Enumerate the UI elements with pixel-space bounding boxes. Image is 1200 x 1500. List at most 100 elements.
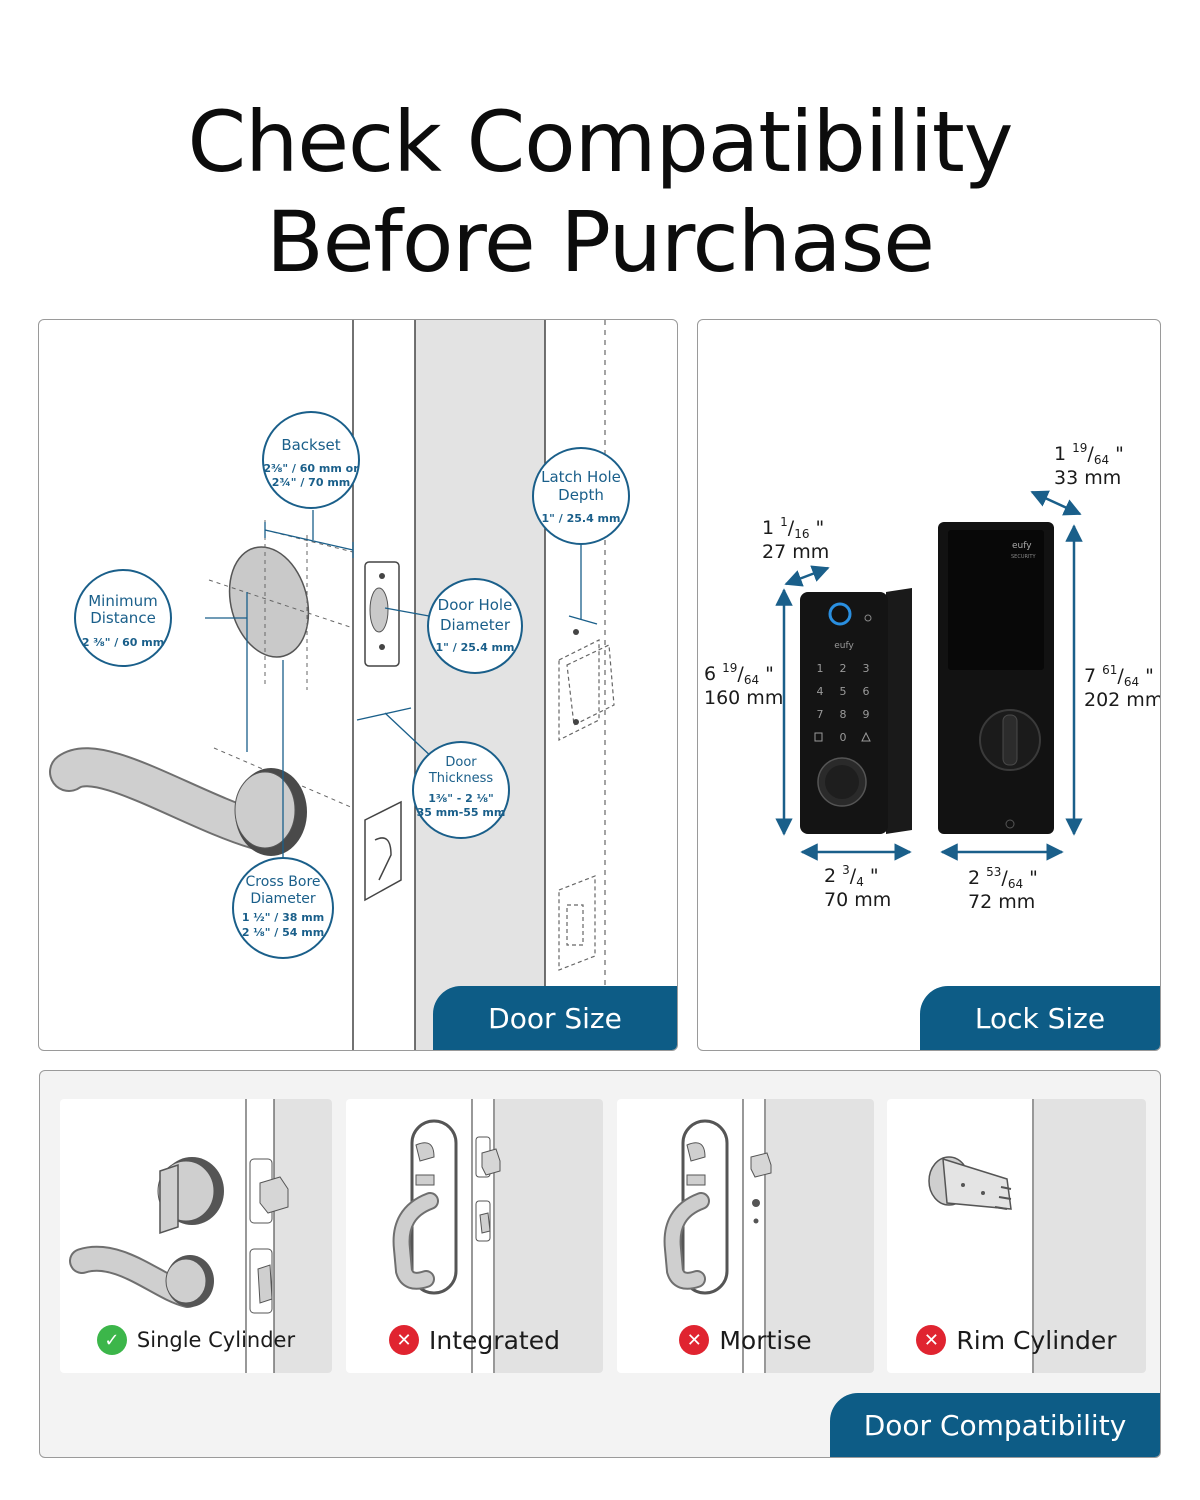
front-width-label: 2 3/4 " [824,863,879,889]
key-knob-inner [825,765,859,799]
key-3: 3 [863,662,870,675]
single-cylinder-art [69,1099,289,1373]
door-size-diagram: Backset 2⅜" / 60 mm or 2¾" / 70 mm Minim… [49,320,630,1050]
compat-card-mortise: ✕ Mortise [617,1099,874,1373]
lock-size-panel: eufy 1 2 3 4 5 6 7 8 9 0 eufy SECURI [697,319,1161,1051]
compat-label-2: ✕ Integrated [346,1325,603,1355]
svg-text:Latch Hole: Latch Hole [541,468,621,486]
back-height-label: 7 61/64 " [1084,663,1154,689]
svg-text:35 mm-55 mm: 35 mm-55 mm [417,806,506,819]
key-1: 1 [817,662,824,675]
door-edge-shade [274,1099,332,1373]
keypad-side [886,588,912,834]
lower-faceplate [364,800,402,902]
back-width-mm: 72 mm [968,891,1035,913]
compat-card-integrated: ✕ Integrated [346,1099,603,1373]
front-depth-mm: 27 mm [762,541,829,563]
strike-screw-top [573,629,579,635]
svg-text:Diameter: Diameter [440,616,511,634]
svg-text:Thickness: Thickness [428,771,493,786]
callout-door-hole-diameter: Door Hole Diameter 1" / 25.4 mm [427,578,523,674]
thumb-turn [1002,714,1018,766]
callout-minimum-distance: Minimum Distance 2 ⅜" / 60 mm [74,569,172,667]
back-width-label: 2 53/64 " [968,865,1038,891]
compat-label-3: ✕ Mortise [617,1325,874,1355]
svg-text:2⅜" / 60 mm or: 2⅜" / 60 mm or [263,462,359,475]
lock-size-diagram: eufy 1 2 3 4 5 6 7 8 9 0 eufy SECURI [704,441,1160,913]
svg-text:Depth: Depth [558,486,604,504]
door-edge-shade [766,1099,874,1373]
interior-unit: eufy SECURITY [938,522,1054,834]
callout-door-thickness: Door Thickness 1⅜" - 2 ⅛" 35 mm-55 mm [412,741,510,839]
keypad-keys: 1 2 3 4 5 6 7 8 9 0 [817,662,870,744]
svg-text:1 ½" / 38 mm: 1 ½" / 38 mm [242,911,324,924]
fingerprint-sensor-icon [828,602,852,626]
title-line-1: Check Compatibility [187,93,1013,191]
dimension-arrows [775,490,1083,861]
page-title: Check Compatibility Before Purchase [0,92,1200,292]
mortise-art [663,1099,772,1373]
measurement-lines [205,510,598,858]
back-depth-label: 1 19/64 " [1054,441,1124,467]
lock-size-tab: Lock Size [920,986,1160,1050]
cross-icon: ✕ [679,1325,710,1355]
svg-text:Backset: Backset [281,436,340,454]
key-5: 5 [840,685,847,698]
callout-cross-bore-diameter: Cross Bore Diameter 1 ½" / 38 mm 2 ⅛" / … [232,857,334,959]
lever-rose [234,771,296,849]
svg-text:Door: Door [445,755,477,770]
compat-label-text-2: Integrated [429,1325,560,1355]
home-key-icon [861,731,871,742]
strike-screw-bottom [573,719,579,725]
callout-backset: Backset 2⅜" / 60 mm or 2¾" / 70 mm [262,411,360,509]
interior-brand-sub: SECURITY [1011,554,1036,560]
screw-bottom [379,644,385,650]
door-edge-shade [415,320,545,1050]
lock-key-icon [814,732,823,742]
compat-label-text-3: Mortise [719,1325,812,1355]
svg-text:Distance: Distance [90,609,156,627]
svg-text:Minimum: Minimum [88,592,158,610]
front-depth-label: 1 1/16 " [762,515,824,541]
front-height-mm: 160 mm [704,687,783,709]
front-height-label: 6 19/64 " [704,661,774,687]
cross-icon: ✕ [389,1325,420,1355]
key-0: 0 [840,731,847,744]
interior-brand: eufy [1012,541,1032,551]
key-2: 2 [840,662,847,675]
svg-text:Cross Bore: Cross Bore [245,874,320,890]
callout-latch-hole-depth: Latch Hole Depth 1" / 25.4 mm [532,447,630,545]
back-depth-mm: 33 mm [1054,467,1121,489]
svg-text:2¾" / 70 mm: 2¾" / 70 mm [272,476,351,489]
back-height-mm: 202 mm [1084,689,1160,711]
interior-screw [1005,819,1015,829]
lever-handle [51,749,275,848]
door-size-tab: Door Size [433,986,677,1050]
lower-latch-hole [374,837,392,881]
front-width-mm: 70 mm [824,889,891,911]
key-6: 6 [863,685,870,698]
svg-text:1" / 25.4 mm: 1" / 25.4 mm [436,641,515,654]
compat-card-single-cylinder: ✓ Single Cylinder [60,1099,332,1373]
compat-label-text-4: Rim Cylinder [956,1325,1117,1355]
key-8: 8 [840,708,847,721]
svg-text:Door Hole: Door Hole [438,596,513,614]
svg-text:2 ⅛" / 54 mm: 2 ⅛" / 54 mm [242,926,324,939]
compat-card-rim-cylinder: ✕ Rim Cylinder [887,1099,1146,1373]
svg-text:Diameter: Diameter [250,891,316,907]
door-edge-shade [1034,1099,1146,1373]
latch-hole [369,587,389,633]
key-4: 4 [817,685,824,698]
door-edge-shade [495,1099,603,1373]
door-compatibility-tab: Door Compatibility [830,1393,1160,1457]
check-icon: ✓ [96,1325,127,1355]
svg-text:1" / 25.4 mm: 1" / 25.4 mm [542,512,621,525]
cross-bore-disc [228,546,310,658]
integrated-art [392,1099,501,1373]
keypad-brand: eufy [834,641,854,651]
svg-text:1⅜" - 2 ⅛": 1⅜" - 2 ⅛" [428,792,494,805]
door-size-panel: Backset 2⅜" / 60 mm or 2¾" / 70 mm Minim… [38,319,678,1051]
compat-label-text-1: Single Cylinder [136,1328,296,1352]
screw-top [379,573,385,579]
keypad-unit: eufy 1 2 3 4 5 6 7 8 9 0 [800,588,912,834]
